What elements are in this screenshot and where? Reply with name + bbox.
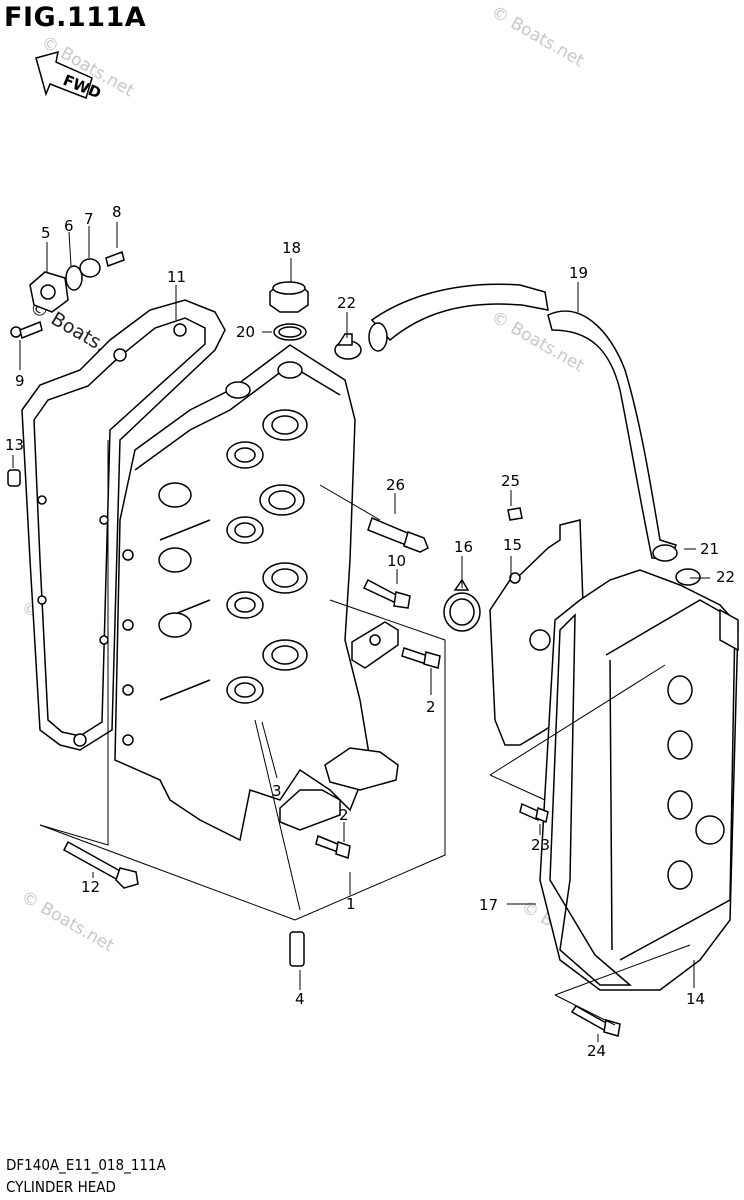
callout-26: 26 (386, 476, 405, 494)
cylinder-head (114, 344, 371, 842)
bolt-10 (362, 578, 411, 609)
callout-19: 19 (569, 264, 588, 282)
callout-10: 10 (387, 552, 406, 570)
watermark-7: © Boats.net (18, 887, 118, 956)
cylinder-head-cover (539, 569, 739, 991)
callout-25: 25 (501, 472, 520, 490)
callout-22-upper: 22 (337, 294, 356, 312)
callout-13: 13 (5, 436, 24, 454)
callout-8: 8 (112, 203, 122, 221)
callout-6: 6 (64, 217, 74, 235)
bolt-24 (570, 1005, 621, 1037)
thermostat-cover-assembly (10, 251, 125, 340)
spark-plug (367, 516, 429, 553)
leader-lines (12, 222, 710, 1042)
callout-4: 4 (295, 990, 305, 1008)
figure-code: DF140A_E11_018_111A (6, 1156, 166, 1174)
callout-21: 21 (700, 540, 719, 558)
callout-15: 15 (503, 536, 522, 554)
callout-5: 5 (41, 224, 51, 242)
cam-cap-bolt-upper (401, 647, 441, 669)
bolt-23 (519, 802, 549, 824)
watermark-2: © Boats.net (488, 2, 588, 71)
callout-3: 3 (272, 782, 282, 800)
figure-title: FIG.111A (4, 2, 147, 33)
oil-filler-cap (269, 281, 309, 313)
callout-17: 17 (479, 896, 498, 914)
callout-1: 1 (346, 895, 356, 913)
hose-clamp-upper (334, 333, 362, 360)
cylinder-head-gasket (21, 299, 226, 751)
callout-2-lower: 2 (339, 806, 349, 824)
callout-labels: 1 2 2 3 4 5 6 7 8 9 10 11 12 13 14 15 16… (5, 203, 735, 1060)
hose-clamp-lower (675, 568, 701, 586)
callout-12: 12 (81, 878, 100, 896)
callout-9: 9 (15, 372, 25, 390)
callout-7: 7 (84, 210, 94, 228)
water-hose (368, 283, 678, 562)
callout-23: 23 (531, 836, 550, 854)
cam-cap-bolt-lower (315, 834, 351, 859)
callout-18: 18 (282, 239, 301, 257)
callout-16: 16 (454, 538, 473, 556)
callout-2-upper: 2 (426, 698, 436, 716)
dowel-pin-4 (289, 931, 305, 967)
callout-22-lower: 22 (716, 568, 735, 586)
cylinder-head-bolt-12 (63, 840, 139, 889)
head-cover-gasket (549, 613, 633, 986)
callout-11: 11 (167, 268, 186, 286)
camshaft-cap-upper (351, 621, 399, 669)
callout-20: 20 (236, 323, 255, 341)
callout-24: 24 (587, 1042, 606, 1060)
bolt-25 (507, 507, 523, 521)
callout-14: 14 (686, 990, 705, 1008)
figure-name: CYLINDER HEAD (6, 1178, 116, 1196)
assembly-lines (39, 440, 691, 1026)
exhaust-ports (122, 482, 192, 746)
camshaft-cap-lower (279, 747, 399, 831)
dowel-pin (7, 469, 21, 487)
valve-bores (226, 409, 308, 704)
